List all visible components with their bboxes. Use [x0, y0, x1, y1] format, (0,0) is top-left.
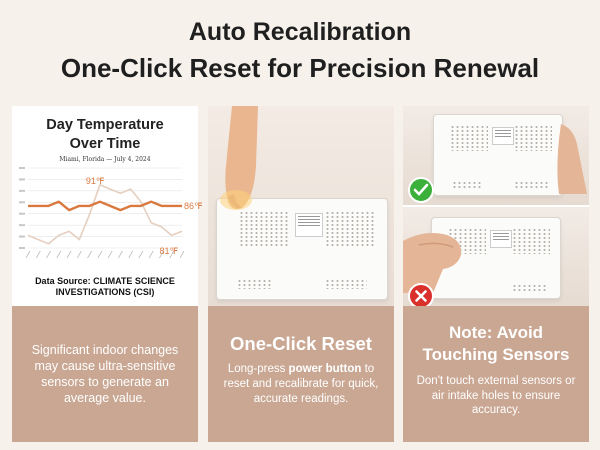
photo-divider	[403, 205, 589, 207]
y-tick-label	[19, 167, 25, 169]
air-intake-grille	[325, 279, 367, 289]
cross-icon	[408, 283, 434, 309]
y-tick-label	[19, 247, 25, 249]
x-tick-label	[35, 250, 41, 259]
reset-text-start: Long-press	[227, 363, 289, 375]
card-avoid-touching: Note: Avoid Touching Sensors Don't touch…	[403, 106, 589, 442]
card-one-click-reset-caption: One-Click Reset Long-press power button …	[208, 306, 394, 442]
title-line-1: Note: Avoid	[448, 323, 544, 342]
annotation-high: 91℉	[86, 176, 105, 186]
sensor-grille	[325, 211, 375, 247]
air-intake-grille	[514, 181, 548, 189]
x-tick-label	[179, 250, 185, 259]
x-tick-label	[25, 250, 31, 259]
x-tick-label	[118, 250, 123, 259]
y-tick-label	[19, 212, 25, 215]
annotation-indoor: 86℉	[184, 201, 203, 211]
temperature-line-chart: 91℉ 86℉ 81℉	[19, 167, 203, 259]
y-tick-label	[19, 178, 25, 181]
headline-line-1: Auto Recalibration	[188, 18, 412, 46]
x-tick-label	[169, 250, 175, 259]
x-tick-label	[66, 250, 72, 259]
incorrect-hold-photo	[403, 207, 589, 309]
series-line-2	[28, 200, 182, 212]
hand-icon	[557, 124, 587, 194]
sensor-device	[216, 198, 388, 300]
sensor-device	[431, 217, 561, 299]
data-source-line-1: Data Source: CLIMATE SCIENCE	[35, 276, 175, 286]
hand-covering-sensor-icon	[403, 233, 462, 293]
x-tick-label	[56, 250, 62, 259]
sensor-grille	[239, 211, 289, 247]
sensor-grille	[514, 125, 552, 151]
device-label	[490, 230, 512, 248]
card-one-click-reset-title: One-Click Reset	[230, 333, 372, 354]
title-line-2: Touching Sensors	[422, 345, 570, 364]
touch-comparison-photos	[403, 106, 589, 309]
x-tick-label	[148, 250, 154, 259]
y-tick-label	[19, 189, 25, 192]
y-tick-label	[19, 235, 25, 238]
y-tick-label	[19, 201, 25, 204]
pressing-finger-icon	[220, 106, 258, 210]
headline-line-2: One-Click Reset for Precision Renewal	[60, 53, 540, 83]
x-tick-label	[97, 250, 103, 259]
reset-photo	[208, 106, 394, 306]
data-source: Data Source: CLIMATE SCIENCE INVESTIGATI…	[18, 276, 192, 298]
y-tick-label	[19, 224, 25, 227]
card-avoid-touching-title: Note: Avoid Touching Sensors	[403, 322, 589, 366]
chart-title-line-2: Over Time	[69, 136, 141, 152]
reset-text-end: to reset and recalibrate for quick, accu…	[223, 363, 379, 405]
x-tick-label	[76, 250, 82, 259]
card-avoid-touching-text: Don't touch external sensors or air inta…	[416, 375, 576, 416]
sensor-grille	[450, 125, 488, 151]
data-source-line-2: INVESTIGATIONS (CSI)	[55, 287, 155, 297]
x-tick-label	[87, 250, 92, 259]
sensor-grille	[512, 228, 550, 254]
correct-hold-photo	[403, 106, 589, 205]
temperature-chart-panel: Day Temperature Over Time Miami, Florida…	[12, 106, 203, 306]
x-tick-label	[159, 250, 164, 259]
card-one-click-reset: One-Click Reset Long-press power button …	[208, 106, 394, 442]
air-intake-grille	[452, 181, 482, 189]
air-intake-grille	[237, 279, 273, 289]
chart-subtitle: Miami, Florida — July 4, 2024	[59, 156, 151, 163]
card-temperature: Day Temperature Over Time Miami, Florida…	[12, 106, 203, 442]
air-intake-grille	[512, 284, 546, 292]
device-label	[295, 213, 323, 237]
x-tick-label	[128, 250, 134, 259]
device-label	[492, 127, 514, 145]
card-temperature-caption: Significant indoor changes may cause ult…	[12, 306, 198, 442]
chart-title: Day Temperature Over Time	[12, 116, 198, 154]
power-button-label: power button	[288, 363, 362, 375]
x-tick-label	[107, 250, 113, 259]
x-tick-label	[46, 250, 51, 259]
card-temperature-text: Significant indoor changes may cause ult…	[31, 343, 179, 405]
sensor-device	[433, 114, 563, 196]
series-line-1	[27, 184, 183, 245]
check-icon	[408, 177, 434, 203]
annotation-low: 81℉	[159, 246, 178, 256]
card-one-click-reset-text: Long-press power button to reset and rec…	[216, 362, 386, 407]
card-avoid-touching-caption: Note: Avoid Touching Sensors Don't touch…	[403, 306, 589, 442]
x-tick-label	[138, 250, 144, 259]
chart-title-line-1: Day Temperature	[46, 117, 164, 133]
